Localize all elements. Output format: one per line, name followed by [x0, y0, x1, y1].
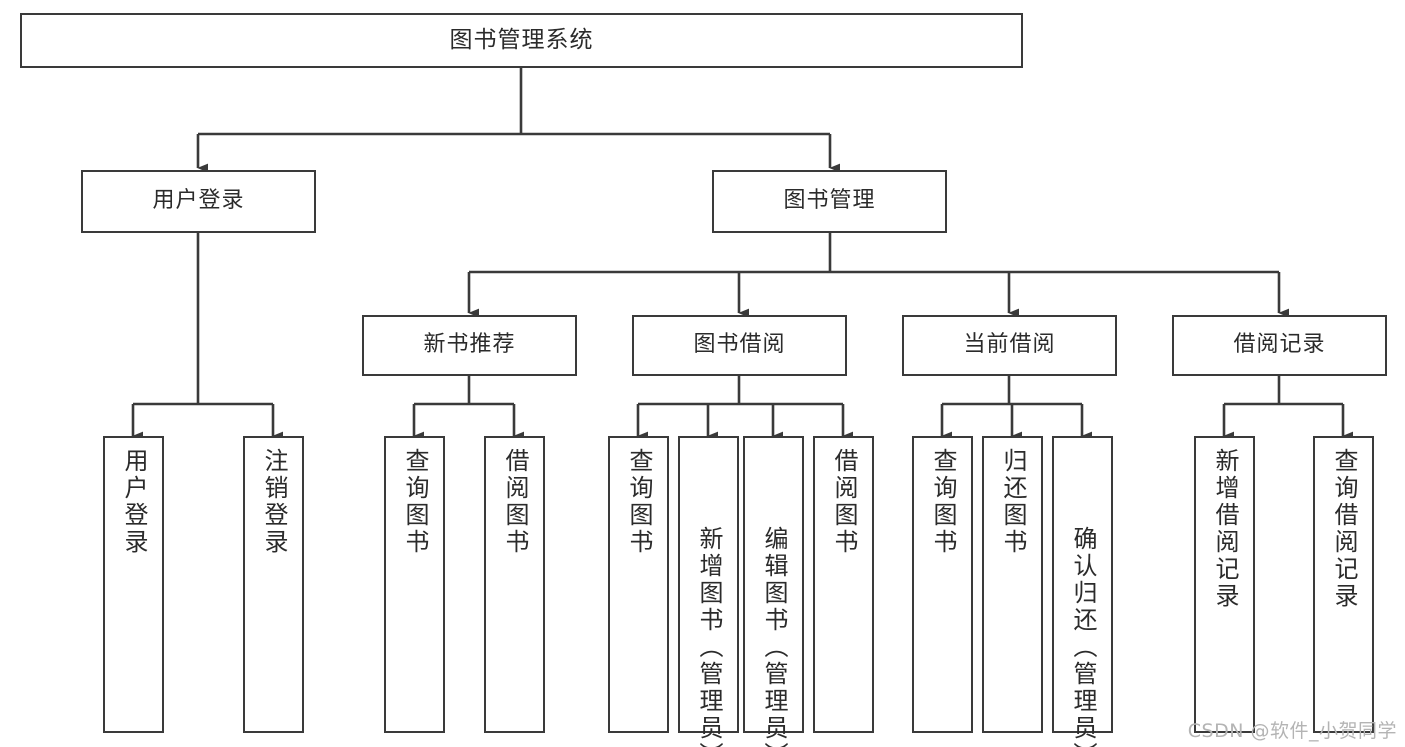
leaf-book-borrow-edit[interactable]: 编辑图书（管理员）	[743, 436, 804, 747]
node-book-borrow[interactable]: 图书借阅	[632, 315, 847, 376]
node-borrow-record[interactable]: 借阅记录	[1172, 315, 1387, 376]
node-label: 图书管理	[783, 188, 876, 214]
node-label: 确认归还（管理员）	[1068, 526, 1097, 747]
node-label: 新书推荐	[423, 332, 516, 358]
leaf-new-book-query[interactable]: 查询图书	[384, 436, 445, 733]
node-label: 查询图书	[400, 448, 429, 556]
node-label: 用户登录	[152, 188, 245, 214]
node-label: 借阅图书	[500, 448, 529, 556]
node-book-management[interactable]: 图书管理	[712, 170, 947, 233]
node-label: 注销登录	[259, 448, 288, 556]
leaf-new-book-borrow[interactable]: 借阅图书	[484, 436, 545, 733]
node-label: 借阅记录	[1233, 332, 1326, 358]
node-label: 编辑图书（管理员）	[759, 526, 788, 747]
node-label: 查询借阅记录	[1329, 448, 1358, 610]
node-label: 归还图书	[998, 448, 1027, 556]
leaf-current-borrow-confirm-return[interactable]: 确认归还（管理员）	[1052, 436, 1113, 747]
node-label: 新增借阅记录	[1210, 448, 1239, 610]
leaf-user-login-login[interactable]: 用户登录	[103, 436, 164, 733]
node-current-borrow[interactable]: 当前借阅	[902, 315, 1117, 376]
leaf-borrow-record-add[interactable]: 新增借阅记录	[1194, 436, 1255, 733]
node-new-book-recommend[interactable]: 新书推荐	[362, 315, 577, 376]
leaf-borrow-record-query[interactable]: 查询借阅记录	[1313, 436, 1374, 733]
node-root-system[interactable]: 图书管理系统	[20, 13, 1023, 68]
leaf-current-borrow-return[interactable]: 归还图书	[982, 436, 1043, 733]
node-label: 查询图书	[624, 448, 653, 556]
node-label: 当前借阅	[963, 332, 1056, 358]
leaf-book-borrow-borrow[interactable]: 借阅图书	[813, 436, 874, 733]
leaf-book-borrow-add[interactable]: 新增图书（管理员）	[678, 436, 739, 747]
leaf-book-borrow-query[interactable]: 查询图书	[608, 436, 669, 733]
node-label: 新增图书（管理员）	[694, 526, 723, 747]
node-label: 借阅图书	[829, 448, 858, 556]
node-label: 图书借阅	[693, 332, 786, 358]
leaf-user-login-logout[interactable]: 注销登录	[243, 436, 304, 733]
node-label: 图书管理系统	[449, 26, 594, 53]
node-label: 查询图书	[928, 448, 957, 556]
watermark: CSDN @软件_小贺同学	[1187, 720, 1397, 742]
leaf-current-borrow-query[interactable]: 查询图书	[912, 436, 973, 733]
node-user-login[interactable]: 用户登录	[81, 170, 316, 233]
node-label: 用户登录	[119, 448, 148, 556]
